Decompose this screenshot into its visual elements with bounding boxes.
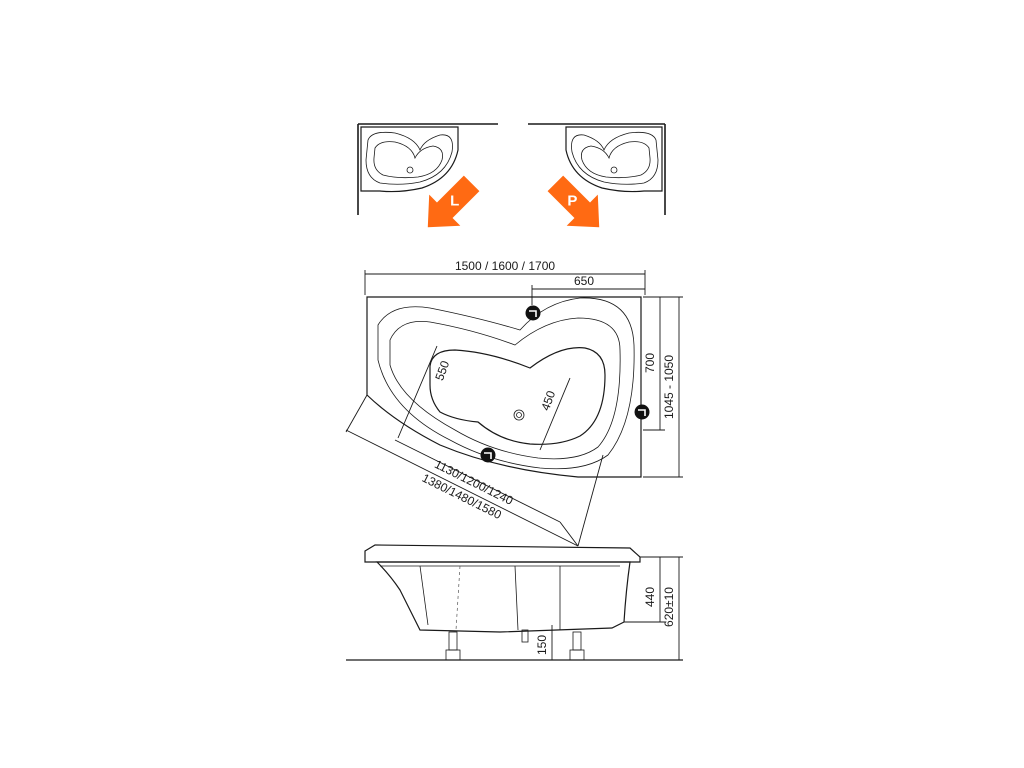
drain-icon [513, 409, 525, 421]
tub-inner-right [571, 131, 659, 185]
drain-icon [610, 166, 618, 174]
arrow-right-icon [547, 175, 600, 228]
dimension-line [345, 394, 368, 433]
dimension-line [345, 429, 579, 547]
tub-basin-inner [429, 347, 606, 445]
dimension-depth-total: 1045 - 1050 [662, 355, 676, 419]
tub-bowl-outer [377, 297, 635, 470]
dimension-leg-height: 150 [535, 635, 549, 655]
tub-leg [521, 629, 529, 643]
orientation-left-label: L [450, 192, 459, 209]
dimension-line [577, 454, 604, 547]
dimension-overall-length: 1500 / 1600 / 1700 [455, 259, 555, 273]
dimension-line [394, 439, 561, 523]
dimension-inner-width-b: 450 [538, 389, 558, 413]
orientation-arrow-right: P [547, 175, 600, 228]
arrow-left-icon [427, 175, 480, 228]
tub-side-body [375, 561, 631, 633]
tub-rim [366, 296, 642, 478]
dimension-depth-right: 700 [643, 353, 657, 373]
faucet-badge-icon [525, 305, 541, 321]
dimension-line [559, 521, 579, 547]
tub-side-rim [364, 544, 641, 563]
orientation-right-view: P [528, 123, 666, 228]
orientation-arrow-left: L [427, 175, 480, 228]
tub-outline-left [360, 126, 459, 193]
orientation-left-view: L [357, 123, 498, 228]
tub-outline-right [565, 126, 663, 193]
tub-inner-left [365, 131, 453, 185]
tub-basin-left [373, 141, 443, 179]
faucet-badge-icon [480, 447, 496, 463]
orientation-right-label: P [567, 192, 577, 209]
dimension-line [397, 345, 438, 439]
dimension-height-tub: 440 [643, 587, 657, 607]
tub-leg [569, 631, 585, 661]
faucet-badge-icon [634, 404, 650, 420]
dimension-line [539, 377, 571, 451]
tub-leg [445, 631, 461, 661]
tub-side-panel-seams [419, 565, 561, 631]
drain-inner-icon [516, 412, 522, 418]
dimension-drain-offset: 650 [574, 274, 594, 288]
dimension-inner-width-a: 550 [432, 359, 452, 383]
dimension-height-total: 620±10 [662, 587, 676, 627]
hidden-line [455, 565, 461, 631]
side-view: 440 620±10 150 [346, 544, 683, 661]
plan-view: 1500 / 1600 / 1700 650 700 1045 - 1050 [345, 259, 683, 547]
tub-bowl-middle [389, 317, 621, 460]
drain-icon [406, 166, 414, 174]
tub-basin-right [581, 141, 651, 179]
